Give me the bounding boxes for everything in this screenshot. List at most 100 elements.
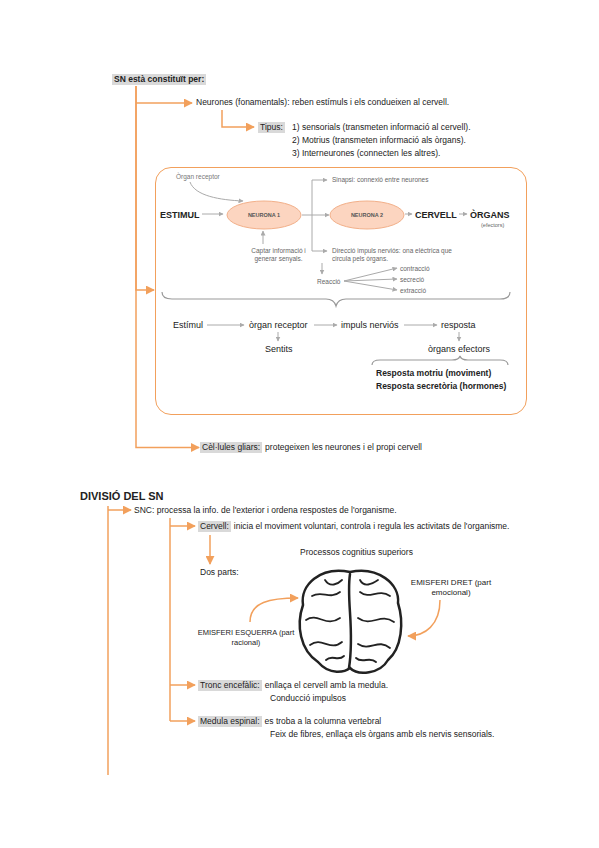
- brain-illustration: [300, 571, 401, 673]
- pointer-arrow: [408, 600, 440, 636]
- heading-highlight: Cervell:: [198, 521, 231, 532]
- panel-text: Resposta motriu (moviment): [376, 368, 491, 378]
- flow-arrow: [405, 214, 412, 215]
- panel-text: Sentits: [265, 344, 293, 355]
- hemisphere-label: EMISFERI ESQUERRA (part racional): [196, 628, 296, 648]
- description-text: Neurones (fonamentals): reben estímuls i…: [196, 97, 449, 108]
- gyrus: [356, 658, 376, 662]
- note-text: Processos cognitius superiors: [300, 547, 413, 558]
- flow-arrow: [263, 231, 264, 244]
- flow-arrow: [459, 214, 467, 215]
- panel-text: (efectors): [481, 222, 504, 229]
- gyrus: [360, 592, 390, 596]
- heading-text: Medula espinal:: [200, 716, 260, 727]
- panel-text: Captar informació i generar senyals.: [241, 247, 316, 263]
- list-item: 3) Interneurones (connecten les altres).: [292, 148, 440, 159]
- note-text: Feix de fibres, enllaça els òrgans amb e…: [270, 729, 494, 740]
- panel-text: Sinapsi: connexió entre neurones: [332, 176, 428, 184]
- branch-arrow: [108, 509, 131, 511]
- leader-arrow: [190, 182, 243, 201]
- brace: [162, 292, 510, 306]
- panel-text: Estímul: [173, 320, 203, 331]
- trunk-line: [169, 518, 171, 721]
- panel-text: òrgan receptor: [249, 320, 308, 331]
- list-item: 1) sensorials (transmeten informació al …: [292, 122, 471, 133]
- neuron-label: NEURONA 1: [247, 212, 281, 219]
- description-text: inicia el moviment voluntari, controla i…: [234, 521, 512, 532]
- heading-highlight: SN està constituït per:: [112, 74, 206, 85]
- gyrus: [310, 642, 342, 645]
- gyrus: [306, 618, 340, 622]
- brain-fissure: [349, 574, 351, 668]
- panel-text: Reacció: [317, 278, 340, 286]
- panel-text: ESTIMUL: [160, 210, 200, 221]
- flow-arrow: [322, 263, 323, 274]
- neuron-ellipse: NEURONA 2: [329, 200, 405, 230]
- trunk-line: [107, 506, 109, 775]
- flow-arrow: [314, 325, 337, 326]
- panel-text: resposta: [441, 320, 476, 331]
- neuron-label: NEURONA 2: [350, 212, 384, 219]
- branch-arrow: [170, 525, 195, 527]
- brain-gyri: [306, 580, 394, 662]
- brain-outline: [300, 571, 401, 673]
- connector-arrow: [136, 86, 154, 290]
- panel-text: ÒRGANS: [470, 210, 510, 221]
- gyrus: [360, 580, 378, 585]
- panel-text: extracció: [400, 287, 426, 295]
- section-heading: DIVISIÓ DEL SN: [80, 489, 164, 503]
- pointer-arrow: [250, 598, 298, 622]
- flow-arrow: [459, 332, 460, 341]
- heading-highlight: Medula espinal:: [198, 716, 262, 727]
- panel-text: CERVELL: [415, 210, 457, 221]
- ellipse-shape: [227, 201, 301, 229]
- panel-text: Òrgan receptor: [176, 173, 220, 181]
- heading-text: Tronc encefàlic:: [200, 680, 260, 691]
- brace: [372, 356, 508, 365]
- panel-text: secreció: [400, 276, 424, 284]
- connector-arrow: [136, 86, 199, 447]
- description-text: SNC: processa la info. de l'exterior i o…: [134, 505, 397, 516]
- description-text: protegeixen les neurones i el propi cerv…: [265, 442, 422, 453]
- panel-text: Resposta secretòria (hormones): [376, 381, 506, 391]
- gyrus: [326, 656, 344, 660]
- process-panel: Òrgan receptorESTIMUL Sinapsi: connexió e…: [155, 167, 527, 415]
- orange-connectors: [108, 103, 440, 775]
- note-text: Dos parts:: [200, 567, 239, 578]
- hemisphere-label: EMISFERI DRET (part emocional): [410, 578, 492, 599]
- flow-arrow: [312, 214, 327, 251]
- grey-connectors: [162, 180, 510, 365]
- branch-arrow: [209, 535, 211, 564]
- ellipse-shape: [330, 201, 404, 229]
- heading-highlight: Tronc encefàlic:: [198, 680, 262, 691]
- gyrus: [312, 592, 340, 596]
- list-item: 2) Motrius (transmeten informació als òr…: [292, 135, 466, 146]
- gyrus: [325, 580, 342, 585]
- branch-arrow: [222, 110, 254, 127]
- panel-text: contracció: [400, 265, 430, 273]
- flow-arrow: [404, 325, 437, 326]
- flow-arrow: [207, 325, 244, 326]
- flow-arrow: [278, 332, 279, 341]
- connector-arrow: [302, 215, 329, 216]
- panel-text: Direcció impuls nerviós: ona elèctrica q…: [332, 247, 472, 263]
- branch-arrow: [170, 720, 195, 722]
- heading-highlight: Tipus:: [258, 122, 285, 133]
- flow-arrow: [344, 279, 397, 281]
- gyrus: [358, 644, 390, 648]
- branch-arrow: [136, 102, 192, 104]
- note-text: Conducció impulsos: [270, 693, 346, 704]
- neuron-ellipse: NEURONA 1: [226, 200, 302, 230]
- heading-text: Cèl·lules gliars:: [202, 442, 260, 453]
- heading-text: SN està constituït per:: [114, 74, 204, 85]
- flow-arrow: [344, 281, 397, 290]
- heading-text: Tipus:: [260, 122, 283, 133]
- flow-arrow: [344, 268, 397, 281]
- description-text: enllaça el cervell amb la medula.: [265, 680, 388, 691]
- gyrus: [358, 618, 394, 622]
- flow-arrow: [312, 180, 327, 214]
- panel-text: impuls nerviós: [341, 320, 399, 331]
- description-text: es troba a la columna vertebral: [265, 716, 382, 727]
- flow-arrow: [202, 214, 223, 215]
